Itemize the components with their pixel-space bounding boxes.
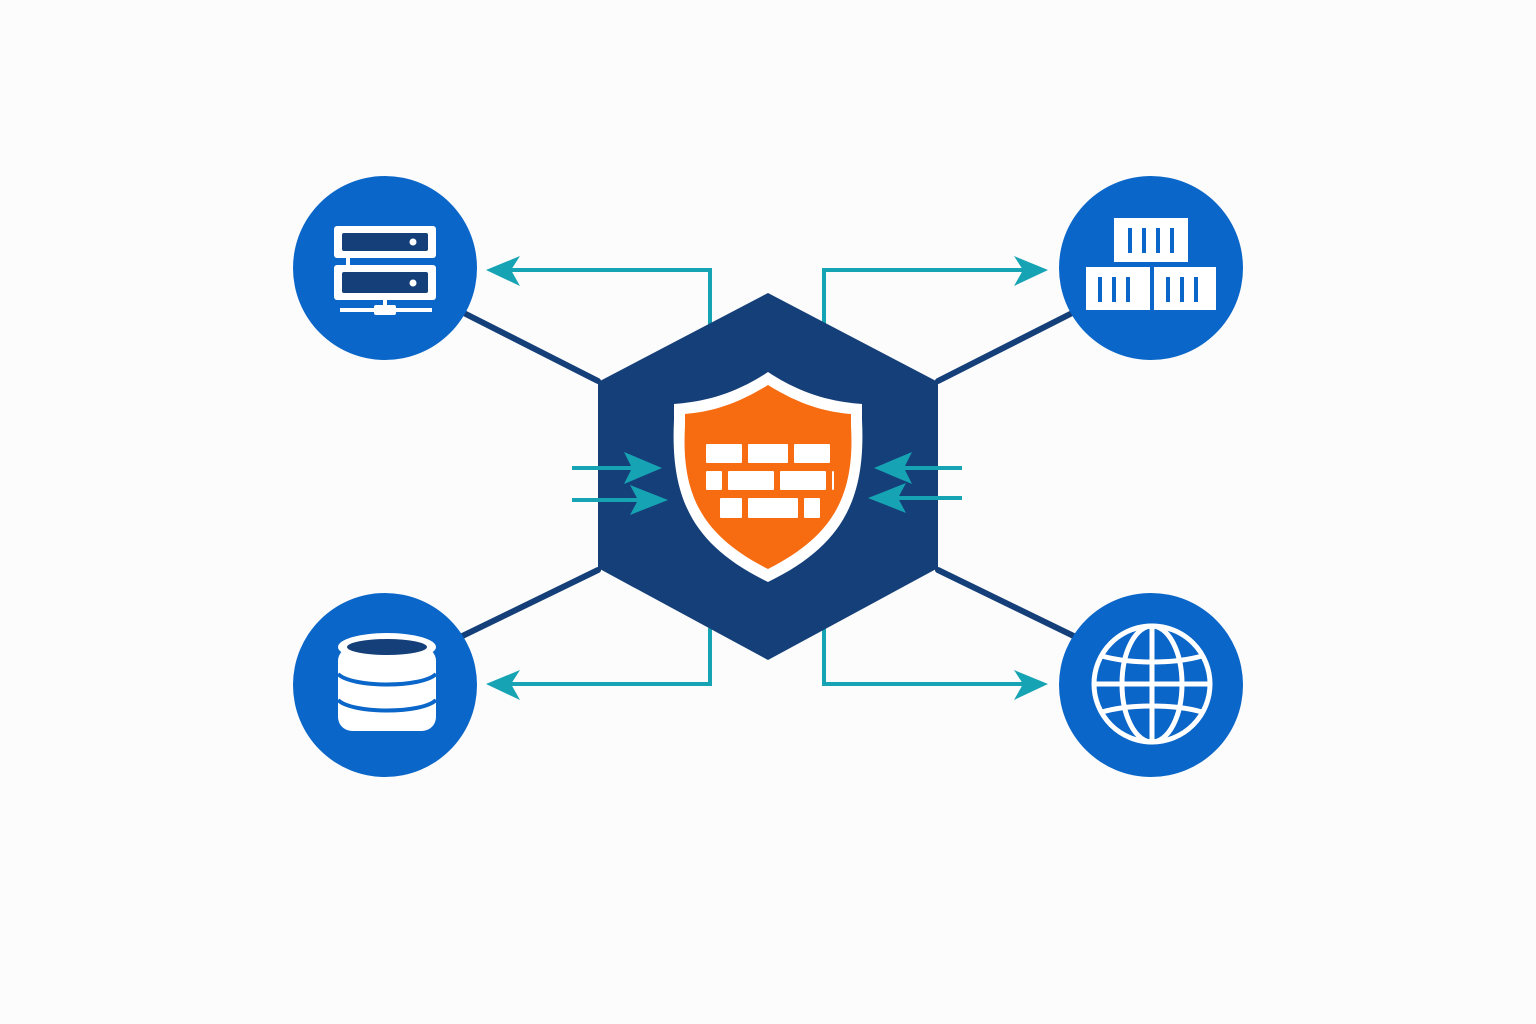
containers-icon (1086, 218, 1216, 310)
arrowhead-containers (1014, 256, 1048, 286)
arrowhead-database (486, 670, 520, 700)
node-servers (293, 176, 477, 360)
flow-arrow-servers (500, 268, 712, 326)
brick-wall (706, 444, 834, 518)
node-containers (1059, 176, 1243, 360)
connector-line-internet (935, 567, 1089, 645)
flow-arrows (486, 256, 1048, 700)
connector-line-servers (447, 303, 601, 384)
hub-inbound-arrows-left (572, 452, 668, 515)
flow-arrow-internet (822, 628, 1034, 686)
server-rack-icon (334, 226, 436, 315)
connector-lines (447, 303, 1089, 645)
flow-arrow-containers (822, 268, 1034, 326)
connector-line-database (447, 567, 601, 645)
database-icon (336, 633, 438, 731)
node-internet (1059, 593, 1243, 777)
arrowhead-internet (1014, 670, 1048, 700)
flow-arrow-database (500, 628, 712, 686)
connector-line-containers (935, 303, 1089, 384)
firewall-hub (572, 293, 962, 660)
node-database (293, 593, 477, 777)
globe-icon (1091, 623, 1213, 745)
hub-inbound-arrows-right (868, 452, 962, 513)
arrowhead-servers (486, 256, 520, 286)
shield-firewall-icon (673, 372, 863, 582)
